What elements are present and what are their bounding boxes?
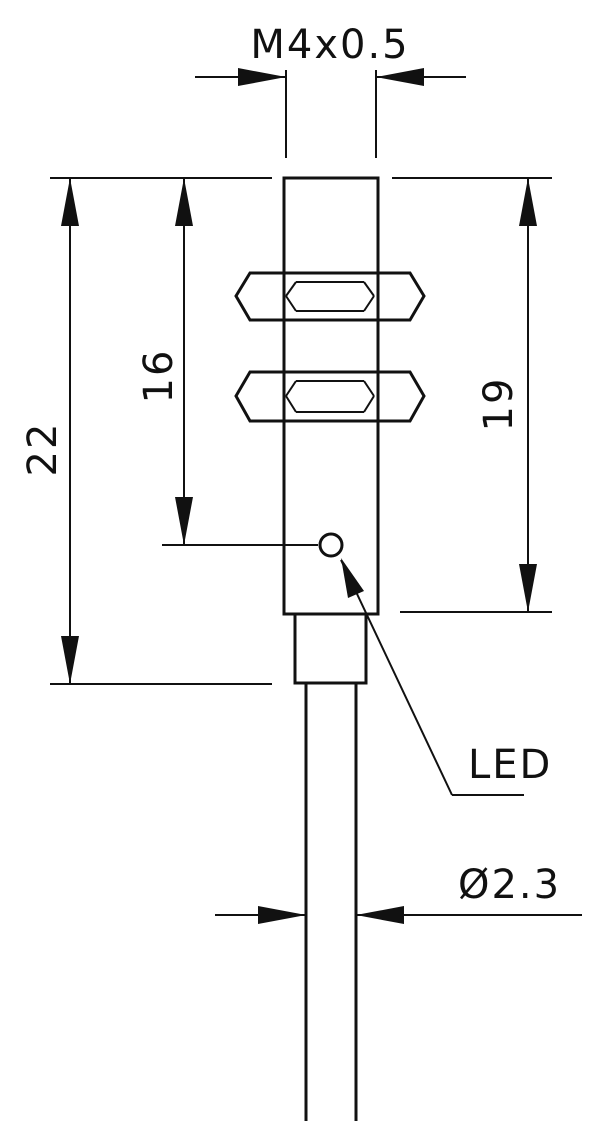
cable — [304, 681, 358, 1121]
dimension-19-label: 19 — [476, 377, 522, 432]
led-callout: LED — [340, 558, 552, 796]
hex-nut-upper — [234, 271, 426, 322]
cable-diameter-dimension: Ø2.3 — [215, 862, 582, 924]
led-indicator — [318, 532, 344, 558]
cable-diameter-label: Ø2.3 — [458, 862, 561, 908]
dimension-19: 19 — [392, 177, 552, 613]
dimension-22: 22 — [20, 177, 272, 685]
thread-size-label: M4x0.5 — [250, 22, 409, 68]
dimension-16: 16 — [136, 178, 318, 546]
sensor-housing — [282, 176, 380, 616]
led-label: LED — [468, 742, 552, 788]
dimension-22-label: 22 — [20, 422, 66, 477]
hex-nut-lower — [234, 370, 426, 423]
dimension-16-label: 16 — [136, 349, 182, 404]
thread-dimension: M4x0.5 — [195, 22, 466, 158]
strain-relief — [293, 612, 368, 685]
